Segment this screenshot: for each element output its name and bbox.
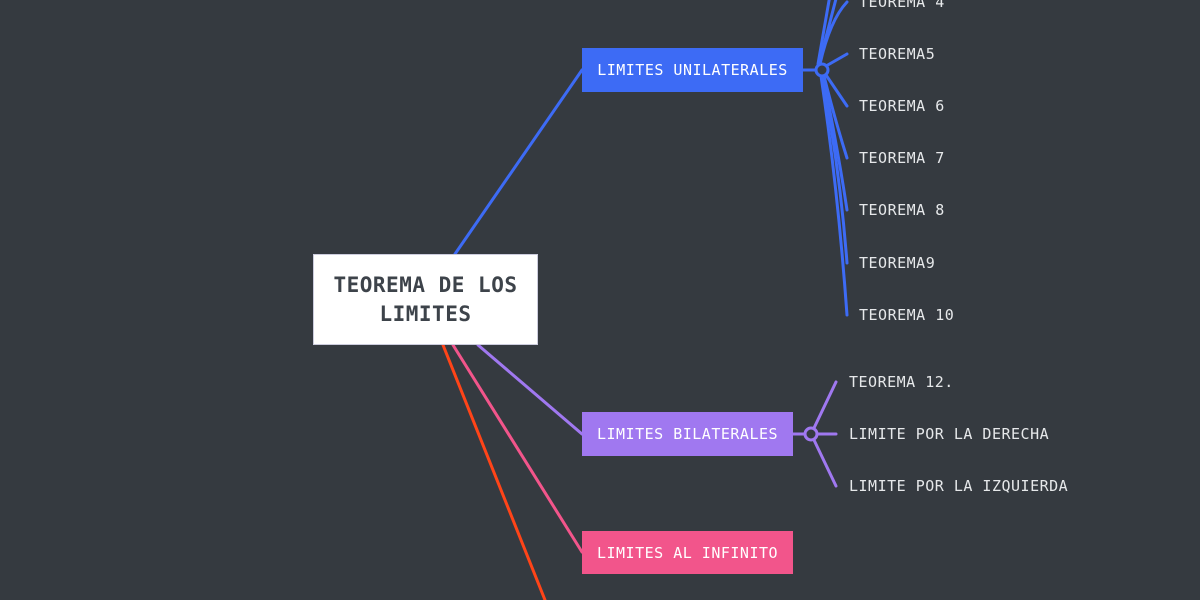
connector-offscreen	[441, 343, 547, 600]
unilaterales-hub	[814, 62, 830, 78]
leaf-teorema-9[interactable]: TEOREMA9	[859, 254, 936, 272]
bilaterales-hub	[803, 426, 819, 442]
node-limites-al-infinito[interactable]: LIMITES AL INFINITO	[582, 531, 793, 574]
leaf-teorema-10[interactable]: TEOREMA 10	[859, 306, 955, 324]
root-node[interactable]: TEOREMA DE LOS LIMITES	[313, 254, 538, 345]
leaf-teorema-7[interactable]: TEOREMA 7	[859, 149, 945, 167]
connector-infinito	[451, 343, 584, 554]
leaf-teorema-6[interactable]: TEOREMA 6	[859, 97, 945, 115]
leaf-limite-izquierda[interactable]: LIMITE POR LA IZQUIERDA	[849, 477, 1069, 495]
node-limites-unilaterales[interactable]: LIMITES UNILATERALES	[582, 48, 803, 92]
node-limites-bilaterales[interactable]: LIMITES BILATERALES	[582, 412, 793, 456]
connector-unilaterales	[453, 68, 584, 256]
leaf-teorema-5[interactable]: TEOREMA5	[859, 45, 936, 63]
leaf-teorema-4[interactable]: TEOREMA 4	[859, 0, 945, 11]
leaf-teorema-12[interactable]: TEOREMA 12.	[849, 373, 954, 391]
leaf-teorema-8[interactable]: TEOREMA 8	[859, 201, 945, 219]
leaf-limite-derecha[interactable]: LIMITE POR LA DERECHA	[849, 425, 1050, 443]
connector-bilaterales	[476, 343, 584, 436]
